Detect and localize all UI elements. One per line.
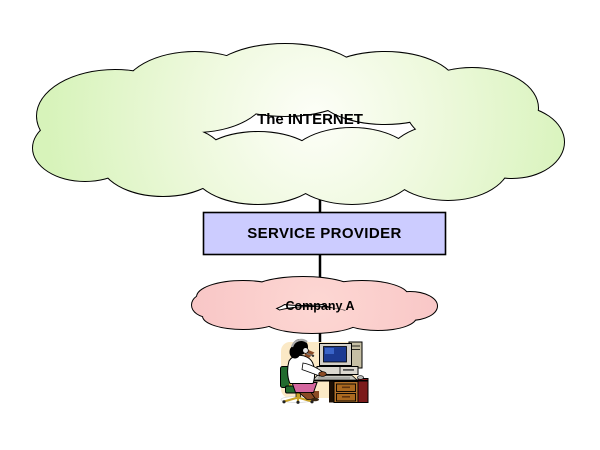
mouse	[357, 375, 364, 380]
person	[287, 338, 327, 402]
service-provider-label: SERVICE PROVIDER	[247, 225, 402, 242]
clipart-person-at-computer	[280, 338, 369, 404]
company-cloud-label: Company A	[285, 299, 355, 313]
service-provider-box	[202, 211, 447, 256]
desk-side-panel	[357, 378, 369, 403]
desk	[313, 378, 369, 403]
computer-monitor	[319, 343, 352, 366]
headset	[290, 338, 315, 357]
person-hand	[318, 371, 327, 377]
internet-cloud-label: The INTERNET	[257, 111, 363, 128]
